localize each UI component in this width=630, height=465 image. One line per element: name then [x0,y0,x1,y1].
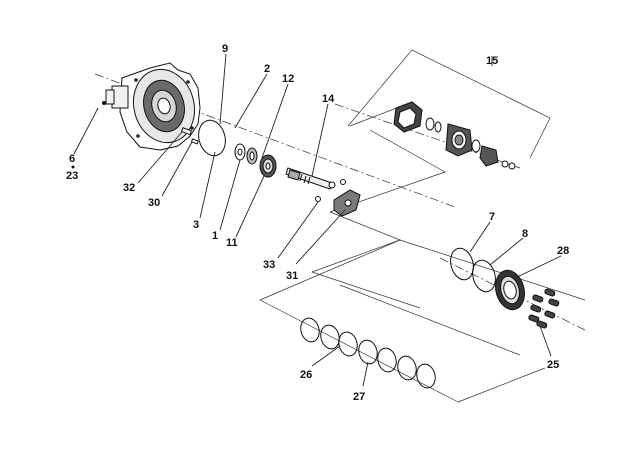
callout-6: 6 [69,153,75,165]
callout-14: 14 [322,93,335,105]
callout-25: 25 [547,359,559,371]
leader-lines [73,53,562,387]
callout-8: 8 [522,228,528,240]
callout-7: 7 [489,211,495,223]
callout-31: 31 [286,270,298,282]
block-31 [333,189,361,217]
part-33 [315,196,321,202]
callout-32: 32 [123,182,135,194]
ring-gear-28 [495,269,525,311]
bearing-11 [259,154,277,178]
seal-2-12 [246,147,258,165]
rollers-25 [528,288,560,329]
section-outlines [259,101,586,403]
callout-3: 3 [193,219,199,231]
callout-27: 27 [353,391,365,403]
callout-2: 2 [264,63,270,75]
callout-1: 1 [212,230,218,242]
housing-assembly [105,62,201,151]
shaft-14 [285,167,336,190]
clutch-discs-26-27 [300,317,436,389]
bracket-15 [347,49,551,159]
callout-30: 30 [148,197,160,209]
callout-26: 26 [300,369,312,381]
ring-7 [450,247,474,281]
callout-33: 33 [263,259,275,271]
callout-11: 11 [226,237,238,249]
callout-9: 9 [222,43,228,55]
ring-8 [472,259,496,293]
callout-15: 15 [486,55,498,67]
callout-28: 28 [557,245,569,257]
o-ring-9 [198,119,226,157]
callout-12: 12 [282,73,294,85]
assembly-15 [393,101,516,170]
callouts: 9 2 12 14 15 6 23 32 30 3 1 11 33 31 7 8… [66,43,569,403]
pins-30-32 [180,127,199,145]
callout-23: 23 [66,170,78,182]
